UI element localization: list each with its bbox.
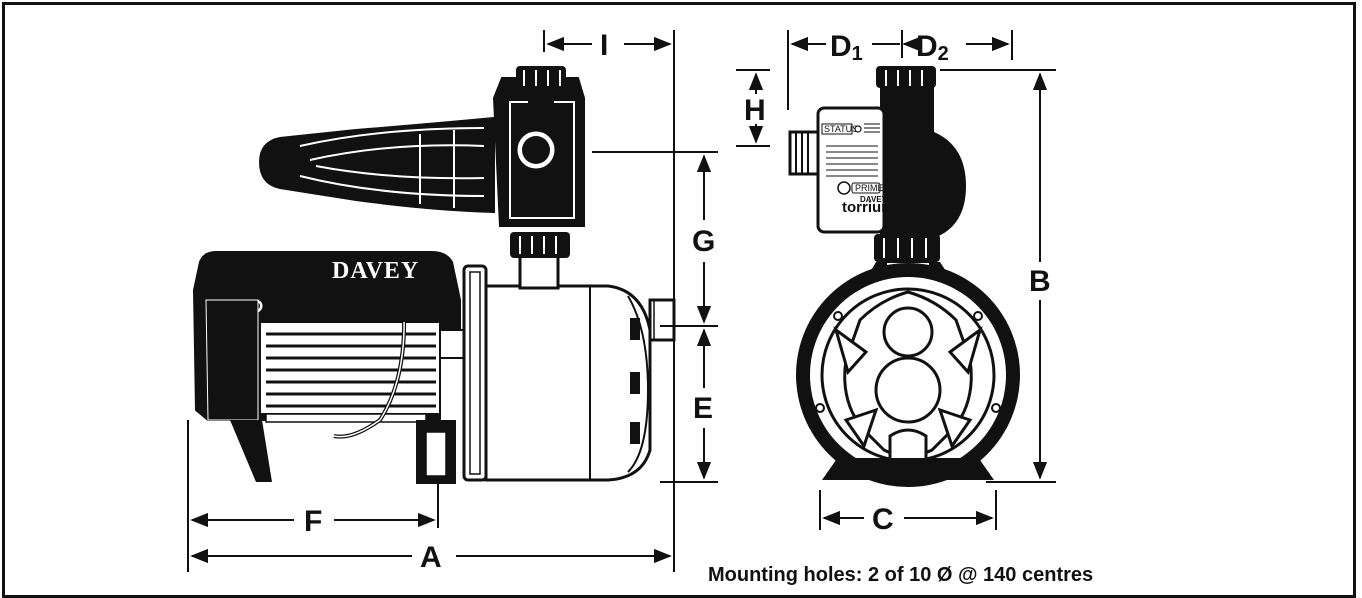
- dim-label-d1: D1: [830, 30, 863, 65]
- dimension-lines: [187, 30, 1056, 572]
- front-view: STATUS PRIME DAVEY: [788, 66, 1020, 487]
- controller-logo: DAVEY: [860, 195, 888, 204]
- pump-flange: [439, 264, 488, 482]
- dim-label-b: B: [1029, 265, 1051, 298]
- side-view: DAVEY: [192, 66, 676, 484]
- controller-model-logo: torrium: [842, 199, 895, 216]
- dim-label-h: H: [744, 94, 766, 127]
- motor-housing: DAVEY: [192, 251, 461, 484]
- dim-label-a: A: [420, 541, 442, 574]
- dim-label-c: C: [872, 503, 894, 536]
- dimension-labels: A F I G E H B C D1 D2: [304, 29, 1051, 574]
- prime-label: PRIME: [855, 183, 884, 193]
- motor-logo: DAVEY: [332, 258, 419, 284]
- pump-casing: [484, 232, 676, 482]
- mounting-holes-caption: Mounting holes: 2 of 10 Ø @ 140 centres: [708, 564, 1094, 586]
- dim-label-f: F: [304, 505, 322, 538]
- status-label: STATUS: [824, 124, 858, 134]
- pressure-controller: [258, 66, 585, 227]
- controller-faceplate: STATUS PRIME DAVEY: [816, 106, 895, 234]
- dim-label-d2: D2: [916, 30, 949, 65]
- dim-label-i: I: [600, 29, 608, 62]
- dim-label-e: E: [693, 392, 713, 425]
- dim-label-g: G: [692, 225, 715, 258]
